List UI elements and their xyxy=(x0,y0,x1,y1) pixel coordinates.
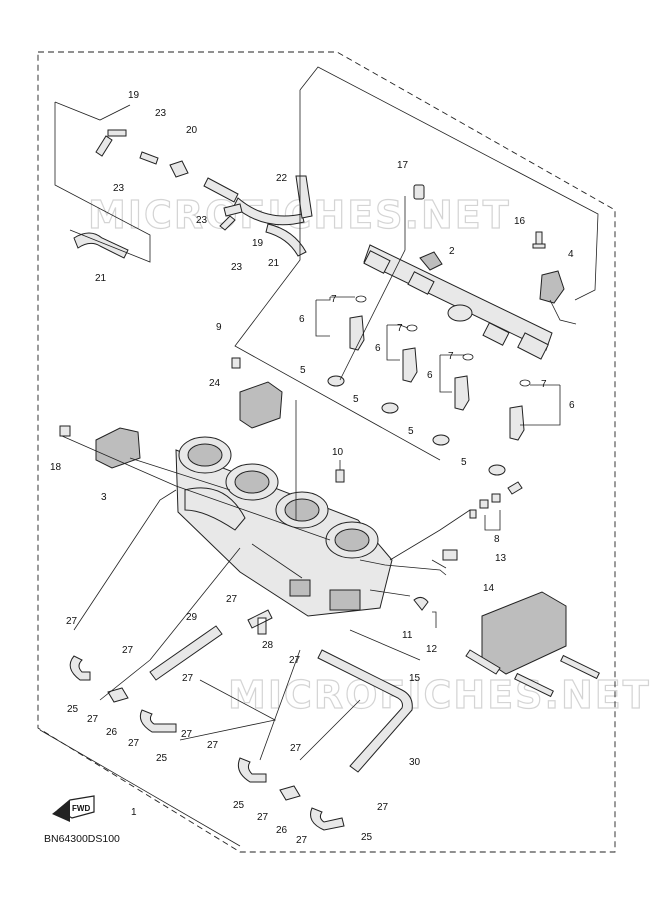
assembly-boundary xyxy=(37,51,616,853)
callout-6-d: 6 xyxy=(569,400,575,411)
callout-29: 29 xyxy=(186,612,198,623)
hose-25-c xyxy=(237,757,267,783)
joint-26-a xyxy=(107,687,129,703)
clip-11 xyxy=(413,596,429,611)
callout-13: 13 xyxy=(495,553,507,564)
callout-7-d: 7 xyxy=(541,379,547,390)
callout-17: 17 xyxy=(397,160,409,171)
callout-27-e: 27 xyxy=(182,673,194,684)
callout-3: 3 xyxy=(101,492,107,503)
callout-27-j: 27 xyxy=(290,743,302,754)
callout-7-c: 7 xyxy=(448,351,454,362)
callout-5-a: 5 xyxy=(300,365,306,376)
injector-2 xyxy=(381,324,418,414)
callout-5-d: 5 xyxy=(461,457,467,468)
callout-27-d: 27 xyxy=(289,655,301,666)
hose-25-a xyxy=(69,655,91,681)
callout-27-i: 27 xyxy=(207,740,219,751)
injector-4 xyxy=(488,379,531,476)
callout-15: 15 xyxy=(409,673,421,684)
callout-23-c: 23 xyxy=(196,215,208,226)
bolt-9 xyxy=(231,357,241,369)
diagram-code: BN64300DS100 xyxy=(44,833,120,845)
clip-14 xyxy=(431,559,447,569)
callout-10: 10 xyxy=(332,447,344,458)
fwd-arrow-icon: FWD xyxy=(52,795,95,822)
callout-9: 9 xyxy=(216,322,222,333)
callout-14: 14 xyxy=(483,583,495,594)
callout-24: 24 xyxy=(209,378,221,389)
callout-2: 2 xyxy=(449,246,455,257)
callout-21-a: 21 xyxy=(95,273,107,284)
callout-19-b: 19 xyxy=(252,238,264,249)
callout-labels: 19 23 20 23 22 23 19 23 21 21 17 16 2 4 … xyxy=(50,90,575,846)
clip-12 xyxy=(432,611,437,628)
callout-8: 8 xyxy=(494,534,500,545)
plug-17 xyxy=(413,184,425,200)
callout-26-a: 26 xyxy=(106,727,118,738)
callout-6-a: 6 xyxy=(299,314,305,325)
fwd-label: FWD xyxy=(72,804,90,813)
sensor-24 xyxy=(239,381,283,429)
callout-27-g: 27 xyxy=(181,729,193,740)
callout-27-k: 27 xyxy=(377,802,389,813)
bolt-16 xyxy=(532,231,546,249)
callout-25-d: 25 xyxy=(361,832,373,843)
hose-25-b xyxy=(139,709,177,733)
callout-6-b: 6 xyxy=(375,343,381,354)
callout-12: 12 xyxy=(426,644,438,655)
bracket-lower-right xyxy=(465,591,600,698)
callout-6-c: 6 xyxy=(427,370,433,381)
joint-parts-8 xyxy=(469,481,523,519)
callout-7-a: 7 xyxy=(331,294,337,305)
callout-5-c: 5 xyxy=(408,426,414,437)
callout-27-m: 27 xyxy=(296,835,308,846)
injector-3 xyxy=(432,353,474,446)
callout-27-b: 27 xyxy=(66,616,78,627)
throttle-body xyxy=(175,436,393,617)
callout-23-d: 23 xyxy=(231,262,243,273)
callout-16: 16 xyxy=(514,216,526,227)
hose-30 xyxy=(317,649,413,773)
joint-28 xyxy=(247,609,273,635)
callout-25-a: 25 xyxy=(67,704,79,715)
screw-10 xyxy=(335,469,345,483)
callout-25-b: 25 xyxy=(156,753,168,764)
callout-28: 28 xyxy=(262,640,274,651)
callout-23-a: 23 xyxy=(155,108,167,119)
callout-7-b: 7 xyxy=(397,323,403,334)
fuel-rail xyxy=(363,244,553,360)
callout-25-c: 25 xyxy=(233,800,245,811)
callout-30: 30 xyxy=(409,757,421,768)
joint-26-b xyxy=(279,785,301,801)
callout-18: 18 xyxy=(50,462,62,473)
injector-1 xyxy=(327,295,367,387)
callout-5-b: 5 xyxy=(353,394,359,405)
sensor-3 xyxy=(59,425,141,469)
callout-21-b: 21 xyxy=(268,258,280,269)
callout-27-f: 27 xyxy=(87,714,99,725)
callout-19-a: 19 xyxy=(128,90,140,101)
cap-13 xyxy=(442,549,458,561)
callout-27-c: 27 xyxy=(122,645,134,656)
hose-29 xyxy=(149,625,223,681)
hose-group-upper xyxy=(73,129,313,259)
callout-27-a: 27 xyxy=(226,594,238,605)
callout-22: 22 xyxy=(276,173,288,184)
callout-23-b: 23 xyxy=(113,183,125,194)
leader-lines xyxy=(39,66,599,847)
watermark-bottom: MICROFICHES.NET xyxy=(228,673,651,717)
callout-4: 4 xyxy=(568,249,574,260)
hose-25-d xyxy=(310,807,345,831)
callout-27-h: 27 xyxy=(128,738,140,749)
callout-1: 1 xyxy=(131,807,137,818)
pressure-sensor xyxy=(539,270,577,325)
callout-11: 11 xyxy=(402,630,413,641)
callout-20: 20 xyxy=(186,125,198,136)
callout-26-b: 26 xyxy=(276,825,288,836)
callout-27-l: 27 xyxy=(257,812,269,823)
